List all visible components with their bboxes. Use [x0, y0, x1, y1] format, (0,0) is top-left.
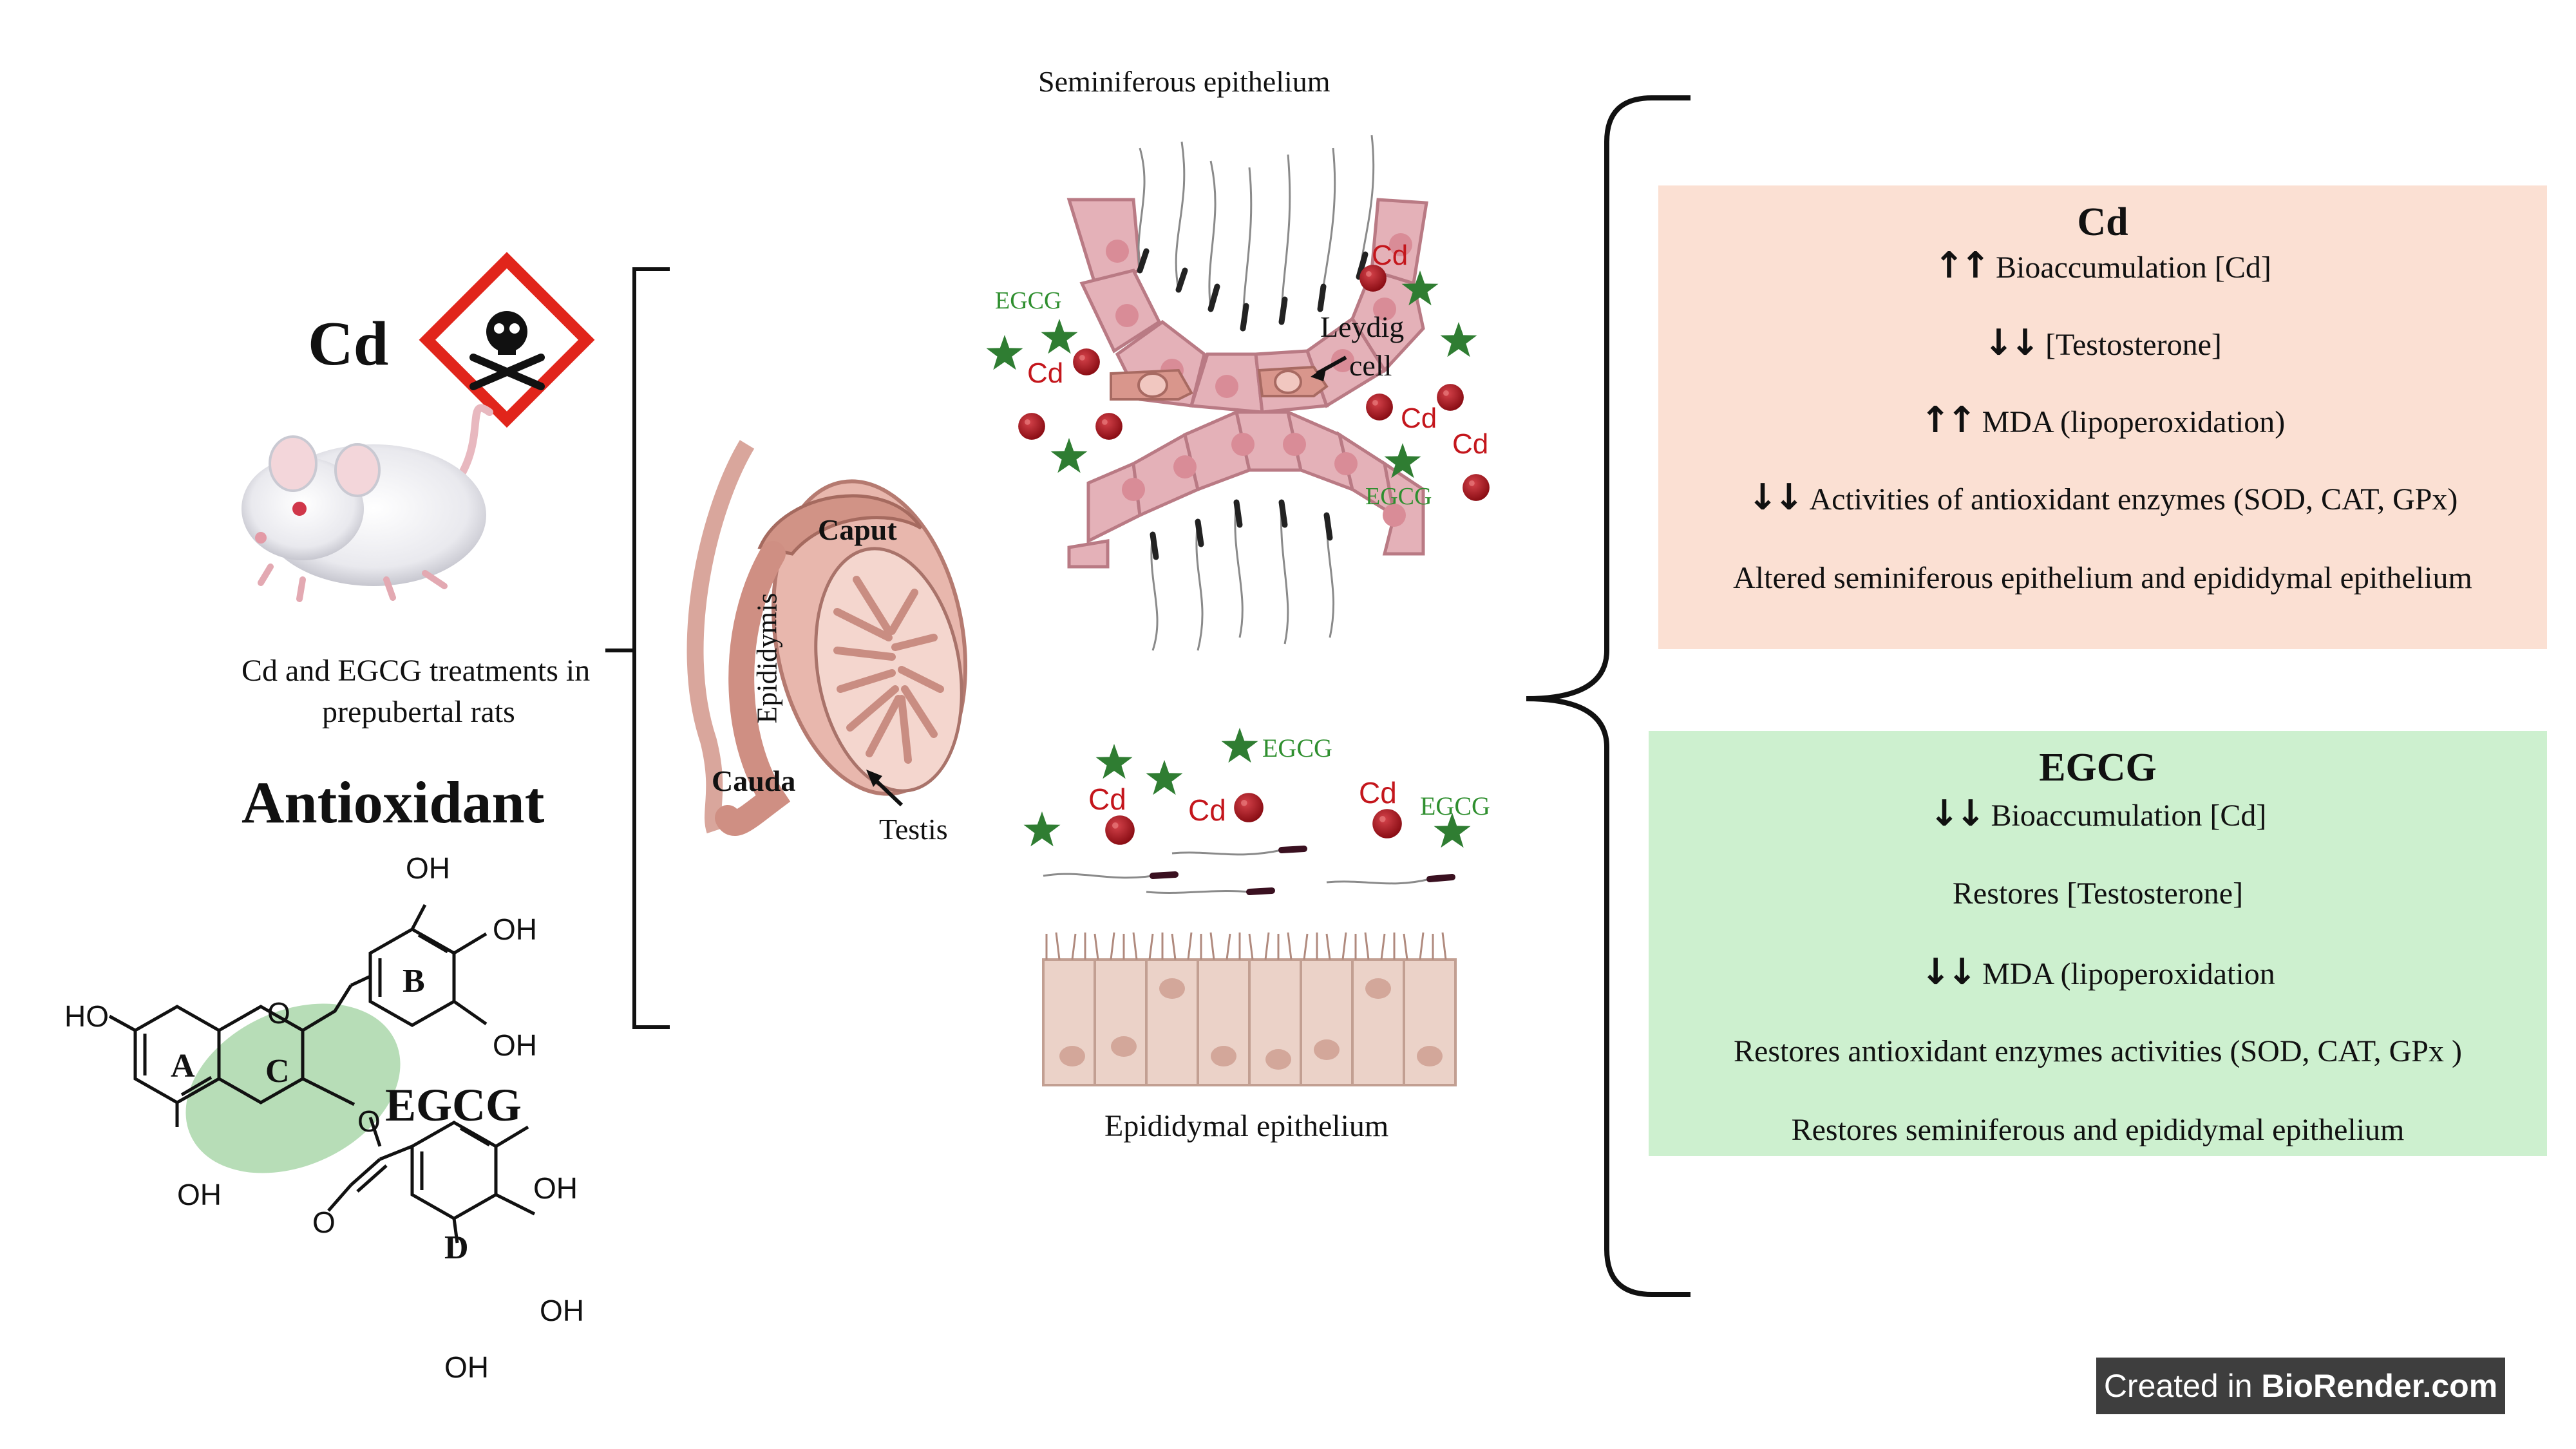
- testis-illustration: [687, 440, 967, 836]
- cd-marker: Cd: [1027, 357, 1064, 389]
- arrow-down-icon: ↓↓: [1929, 793, 1986, 835]
- egcg-marker: EGCG: [1365, 483, 1432, 510]
- egcg-effects-panel: EGCG ↓↓Bioaccumulation [Cd] Restores [Te…: [1649, 731, 2547, 1156]
- ester-o-label: O: [357, 1104, 381, 1138]
- ring-a-label: A: [171, 1048, 195, 1084]
- arrow-down-icon: ↓↓: [1747, 477, 1804, 518]
- oh-label-top: OH: [406, 851, 450, 885]
- cd-marker: Cd: [1359, 776, 1397, 810]
- egcg-effect-line: Restores antioxidant enzymes activities …: [1734, 1034, 2462, 1068]
- treatment-caption-line2: prepubertal rats: [322, 695, 515, 729]
- ring-o-label: O: [267, 996, 290, 1030]
- rat-illustration: [242, 404, 493, 602]
- left-bracket: [632, 267, 670, 1029]
- egcg-panel-title: EGCG: [2039, 746, 2157, 790]
- egcg-effect-line: ↓↓Bioaccumulation [Cd]: [1929, 793, 2267, 835]
- cd-effect-line: ↓↓Activities of antioxidant enzymes (SOD…: [1747, 477, 2458, 518]
- ring-c-label: C: [265, 1053, 290, 1090]
- cd-panel-title: Cd: [2077, 200, 2128, 244]
- treatment-caption-line1: Cd and EGCG treatments in: [242, 654, 591, 688]
- cd-effects-panel: Cd ↑↑Bioaccumulation [Cd] ↓↓[Testosteron…: [1658, 185, 2547, 649]
- leydig-label-line2: cell: [1349, 349, 1392, 382]
- arrow-up-icon: ↑↑: [1934, 245, 1991, 287]
- cd-marker: Cd: [1188, 793, 1226, 827]
- cd-marker: Cd: [1452, 428, 1489, 460]
- egcg-effect-line: ↓↓MDA (lipoperoxidation: [1920, 951, 2275, 993]
- egcg-effect-line: Restores seminiferous and epididymal epi…: [1791, 1113, 2405, 1147]
- egcg-marker: EGCG: [1262, 734, 1332, 762]
- arrow-up-icon: ↑↑: [1920, 399, 1977, 441]
- right-curly-brace: [1526, 95, 1690, 1297]
- toxic-hazard-icon: [419, 252, 595, 428]
- oh-label-b-right: OH: [493, 913, 537, 946]
- cd-effect-line: ↓↓[Testosterone]: [1984, 322, 2222, 364]
- egcg-effect-line: Restores [Testosterone]: [1952, 876, 2244, 911]
- egcg-molecule-label: EGCG: [385, 1079, 522, 1131]
- seminiferous-epithelium-title: Seminiferous epithelium: [1038, 65, 1331, 98]
- oh-label-d-right: OH: [540, 1294, 584, 1327]
- epididymis-label: Epididymis: [751, 592, 783, 724]
- cd-effect-line: ↑↑MDA (lipoperoxidation): [1920, 399, 2286, 441]
- cd-effect-line: Altered seminiferous epithelium and epid…: [1733, 561, 2472, 595]
- cd-marker: Cd: [1088, 782, 1126, 816]
- egcg-marker: EGCG: [995, 287, 1062, 314]
- testis-label: Testis: [879, 813, 948, 846]
- arrow-down-icon: ↓↓: [1920, 951, 1977, 993]
- egcg-molecule: [108, 904, 536, 1244]
- oh-label-d-bottom: OH: [444, 1350, 489, 1384]
- antioxidant-heading: Antioxidant: [242, 770, 545, 835]
- cauda-label: Cauda: [712, 764, 796, 797]
- cd-heading: Cd: [308, 309, 389, 379]
- caput-label: Caput: [818, 513, 897, 546]
- egcg-marker: EGCG: [1420, 791, 1490, 820]
- arrow-down-icon: ↓↓: [1984, 322, 2040, 364]
- ring-d-label: D: [444, 1229, 469, 1266]
- cd-effect-line: ↑↑Bioaccumulation [Cd]: [1934, 245, 2271, 287]
- ring-b-label: B: [402, 963, 425, 999]
- biorender-watermark: Created in BioRender.com: [2096, 1358, 2505, 1414]
- epididymal-epithelium-title: Epididymal epithelium: [1104, 1109, 1389, 1143]
- epididymal-cells: [1042, 846, 1457, 1086]
- oh-label-d-top: OH: [533, 1171, 578, 1205]
- leydig-label-line1: Leydig: [1320, 310, 1405, 343]
- cd-marker: Cd: [1401, 402, 1437, 434]
- ho-label: HO: [64, 999, 109, 1033]
- cd-marker: Cd: [1372, 240, 1408, 271]
- oh-label-b-bottom: OH: [493, 1028, 537, 1062]
- oh-label-a-bottom: OH: [177, 1178, 222, 1211]
- carbonyl-o-label: O: [312, 1206, 336, 1239]
- leydig-cells: [1110, 365, 1329, 401]
